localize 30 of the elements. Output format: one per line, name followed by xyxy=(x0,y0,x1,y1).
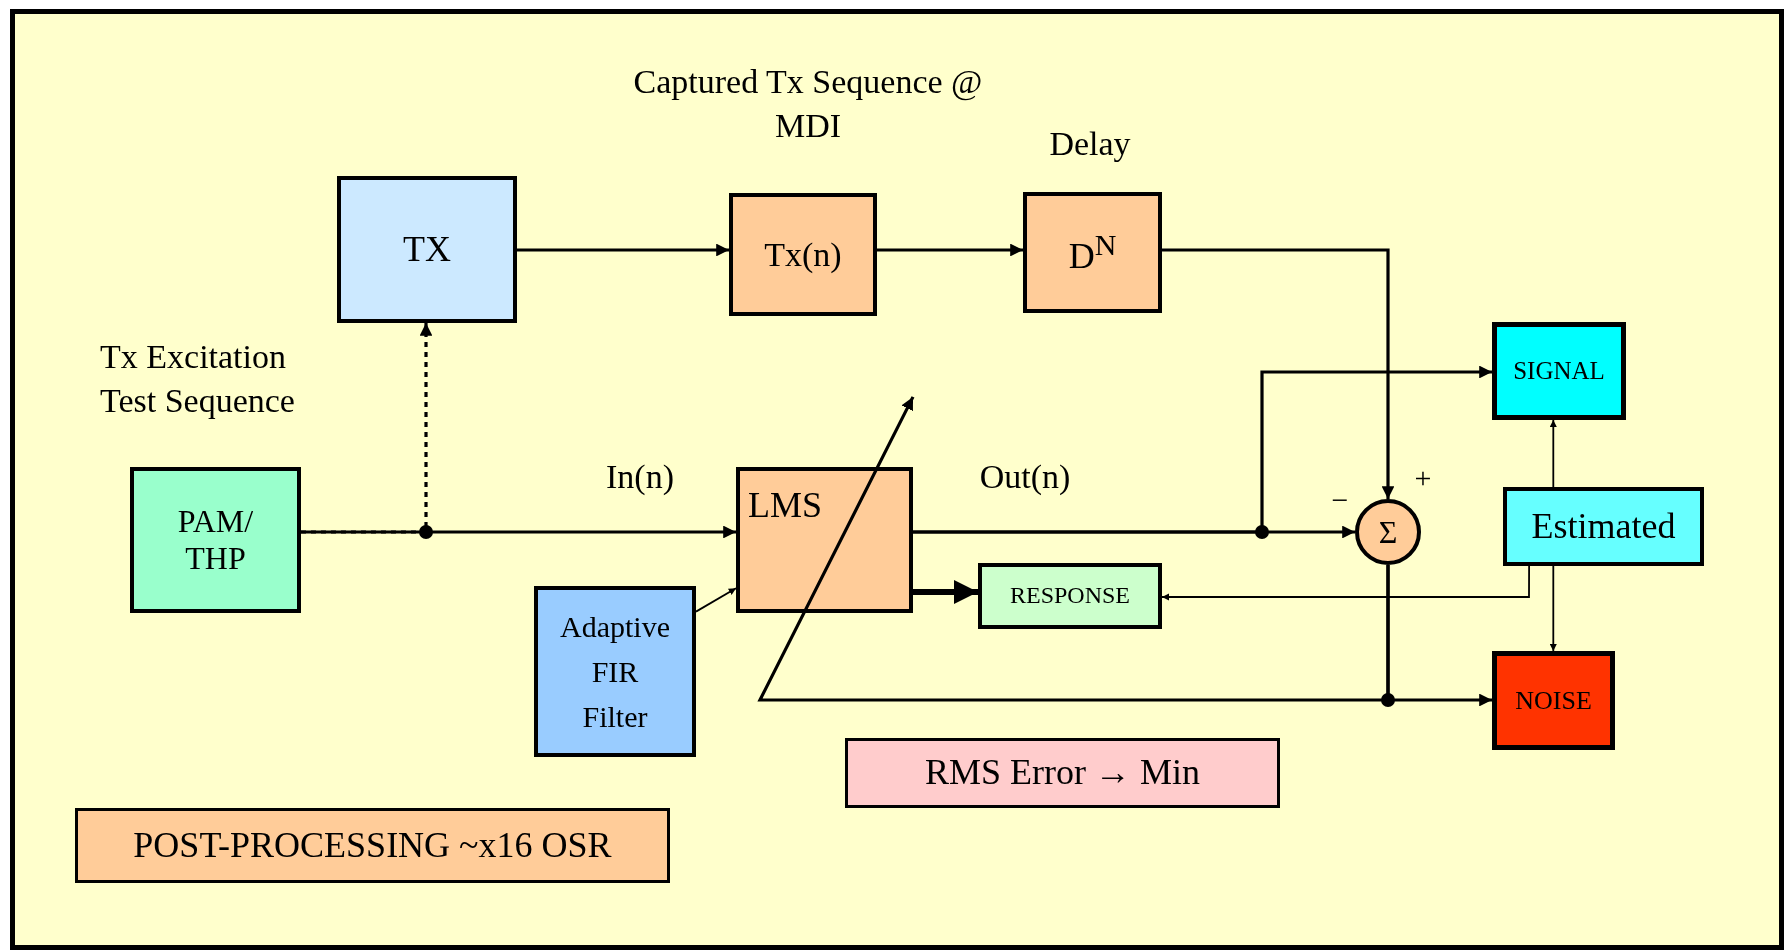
arrow xyxy=(1162,248,1395,499)
tx-block: TX xyxy=(337,176,517,323)
signal-block: SIGNAL xyxy=(1492,322,1626,420)
dotted-arrow xyxy=(301,323,433,534)
pam-thp-block: PAM/ THP xyxy=(130,467,301,613)
arrow xyxy=(695,587,737,613)
capture-block: Tx(n) xyxy=(729,193,877,316)
lms-block: LMS xyxy=(736,467,913,613)
arrow xyxy=(1549,565,1557,652)
arrow xyxy=(517,243,729,257)
delay-block: D$^{N}$ xyxy=(1023,192,1162,313)
arrow xyxy=(913,580,978,604)
arrow xyxy=(913,365,1492,534)
note-box: POST-PROCESSING ~x16 OSR xyxy=(75,808,670,883)
note-box: RMS Error → Min xyxy=(845,738,1280,808)
block-caption: Delay xyxy=(1048,124,1132,164)
adaptation-arrow xyxy=(757,396,1390,702)
response-block: RESPONSE xyxy=(978,563,1162,629)
adaptive-filter-block: Adaptive FIR Filter xyxy=(534,586,696,757)
signal-label: Out(n) xyxy=(978,457,1072,497)
block-caption: Captured Tx Sequence @ MDI xyxy=(632,62,984,147)
arrow xyxy=(877,243,1023,257)
sign-label: + xyxy=(1413,460,1433,496)
arrow xyxy=(1161,565,1530,601)
arrow xyxy=(1549,419,1557,488)
signal-label: In(n) xyxy=(605,457,675,497)
input-caption: Tx Excitation Test Sequence xyxy=(100,337,296,422)
sign-label: − xyxy=(1330,482,1350,518)
noise-block: NOISE xyxy=(1492,651,1615,750)
estimated-block: Estimated xyxy=(1503,487,1704,566)
